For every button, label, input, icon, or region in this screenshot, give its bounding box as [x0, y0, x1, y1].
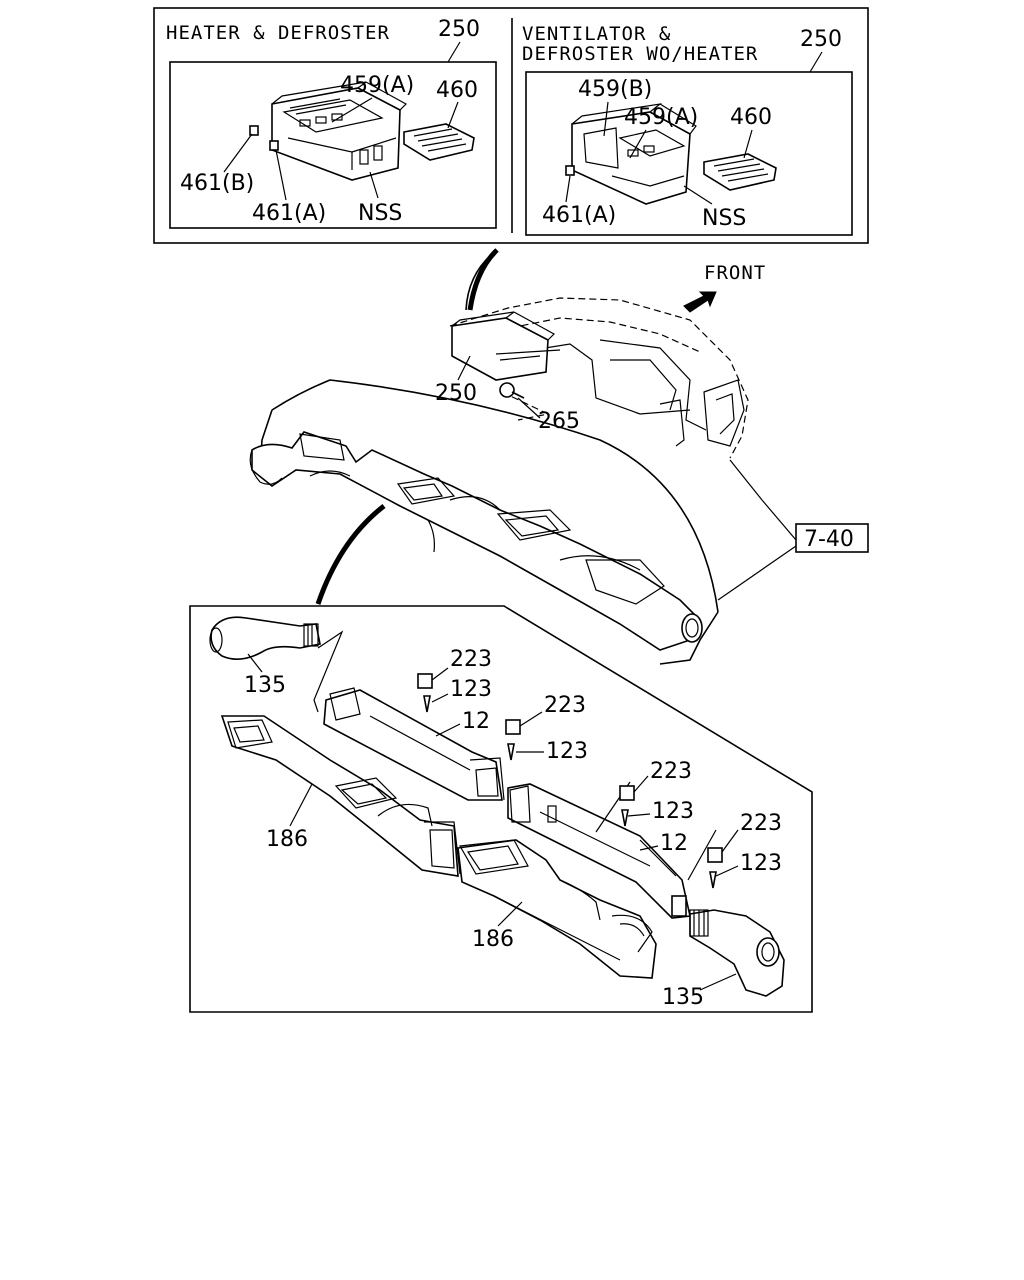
leader-250-main: [457, 355, 471, 381]
top-inset: HEATER & DEFROSTER 250: [153, 7, 869, 244]
leader-186-left: [289, 783, 313, 827]
leader-186-right: [497, 901, 523, 927]
label-123-c: 123: [652, 799, 694, 824]
clip-223-b: [505, 719, 521, 735]
leader-135-bottom: [699, 973, 737, 991]
duct-186-left: [220, 715, 461, 877]
leader-7-40-b: [717, 545, 797, 601]
heater-control-subframe: [169, 61, 497, 229]
leader-461b-left: [223, 133, 253, 173]
label-223-a: 223: [450, 647, 492, 672]
instrument-panel-frame: [449, 297, 749, 459]
leader-460-left: [447, 101, 459, 129]
leader-12-upper: [435, 723, 461, 737]
leader-250-right: [809, 51, 823, 73]
label-223-d: 223: [740, 811, 782, 836]
label-223-b: 223: [544, 693, 586, 718]
leader-223-c: [633, 775, 649, 793]
label-461b-left: 461(B): [180, 171, 254, 196]
label-460-left: 460: [436, 78, 478, 103]
screw-123-d: [709, 871, 717, 889]
part-ref-250-right: 250: [800, 27, 842, 52]
part-ref-250-left: 250: [438, 17, 480, 42]
leader-123-a: [431, 693, 449, 703]
leader-nss-left: [369, 171, 379, 199]
leader-459a-left: [331, 97, 373, 123]
label-186-right: 186: [472, 927, 514, 952]
leader-461a-left: [275, 149, 287, 201]
screw-123-b: [507, 743, 515, 761]
leader-7-40-a: [761, 499, 797, 541]
label-461a-right: 461(A): [542, 203, 616, 228]
leader-223-b: [519, 711, 543, 727]
heater-defroster-title: HEATER & DEFROSTER: [166, 22, 390, 44]
ref-box-7-40: [795, 523, 869, 553]
ventilator-defroster-panel: VENTILATOR & DEFROSTER WO/HEATER 250: [522, 23, 853, 236]
leader-265-main: [517, 397, 541, 419]
main-assembly: FRONT 250 265: [249, 248, 869, 665]
label-459b-right: 459(B): [578, 77, 652, 102]
label-12-right: 12: [660, 831, 688, 856]
label-135-top: 135: [244, 673, 286, 698]
top-inset-frame: [153, 7, 869, 244]
screw-123-a: [423, 695, 431, 713]
label-186-left: 186: [266, 827, 308, 852]
leader-123-d: [715, 865, 739, 877]
label-461a-left: 461(A): [252, 201, 326, 226]
leader-223-d: [721, 829, 739, 853]
ventilator-control-subframe: [525, 71, 853, 236]
leader-135-top: [247, 653, 263, 673]
label-12-upper: 12: [462, 709, 490, 734]
label-123-a: 123: [450, 677, 492, 702]
leader-250-left: [447, 41, 461, 63]
control-unit-250-main: [451, 311, 561, 381]
label-nss-left: NSS: [358, 201, 402, 226]
bottom-inset-frame: [189, 605, 813, 1013]
callout-arc-bottom: [315, 504, 386, 605]
leader-459a-right: [629, 129, 647, 159]
ventilator-control-unit-drawing: [565, 103, 777, 205]
leader-nss-right: [683, 185, 713, 205]
leader-223-a: [431, 667, 449, 681]
label-459a-right: 459(A): [624, 105, 698, 130]
label-459a-left: 459(A): [340, 73, 414, 98]
label-460-right: 460: [730, 105, 772, 130]
label-123-b: 123: [546, 739, 588, 764]
leader-460-right: [743, 129, 753, 159]
ref-7-40: 7-40: [804, 527, 854, 552]
dashboard-top-outline: [271, 379, 719, 613]
label-265-main: 265: [538, 409, 580, 434]
leader-12-right: [639, 845, 659, 851]
duct-12-right: [507, 783, 691, 919]
screw-123-c: [621, 809, 629, 827]
duct-135-left: [209, 616, 321, 660]
label-123-d: 123: [740, 851, 782, 876]
duct-assembly-main: [249, 431, 703, 651]
heater-control-unit-drawing: [249, 81, 475, 181]
ventilator-title-line1: VENTILATOR &: [522, 23, 671, 45]
clip-223-a: [417, 673, 433, 689]
label-nss-right: NSS: [702, 206, 746, 231]
duct-186-right: [457, 839, 657, 979]
duct-12-upper: [323, 687, 505, 801]
label-250-main: 250: [435, 381, 477, 406]
duct-135-right: [689, 909, 785, 997]
front-arrow-icon: [683, 291, 717, 313]
leader-459b-right: [603, 101, 609, 137]
assembly-line-d: [687, 829, 717, 881]
assembly-line-135: [313, 630, 344, 713]
label-223-c: 223: [650, 759, 692, 784]
screw-265: [499, 382, 525, 399]
clip-223-c: [619, 785, 635, 801]
leader-461a-right: [565, 175, 571, 203]
label-135-bottom: 135: [662, 985, 704, 1010]
bottom-inset: 135 223 123 12 223 123: [189, 605, 813, 1013]
leader-123-c: [627, 813, 651, 817]
heater-defroster-panel: HEATER & DEFROSTER 250: [166, 17, 497, 229]
clip-223-d: [707, 847, 723, 863]
ventilator-title-line2: DEFROSTER WO/HEATER: [522, 43, 758, 65]
front-label: FRONT: [704, 262, 766, 284]
